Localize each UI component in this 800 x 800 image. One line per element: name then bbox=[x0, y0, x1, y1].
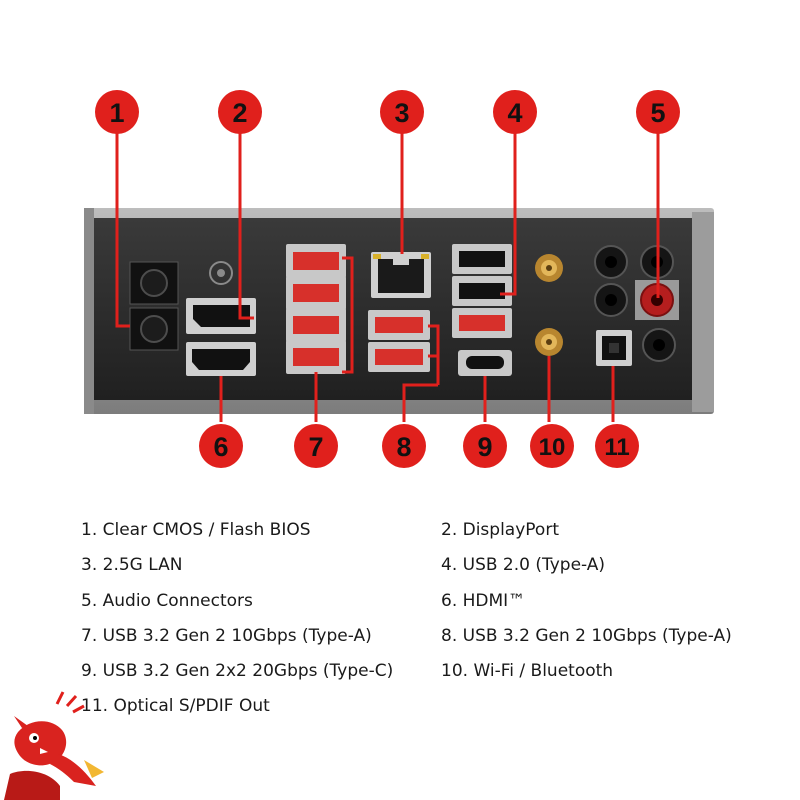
displayport-connector-icon bbox=[186, 298, 256, 334]
svg-text:4: 4 bbox=[507, 98, 522, 128]
callout-9: 9 bbox=[463, 424, 507, 468]
flash-bios-button-icon bbox=[129, 307, 179, 351]
legend-item-4: 4. USB 2.0 (Type-A) bbox=[441, 555, 606, 575]
svg-text:7: 7 bbox=[308, 432, 323, 462]
usb-c-port-icon bbox=[458, 350, 512, 376]
legend-item-8: 8. USB 3.2 Gen 2 10Gbps (Type-A) bbox=[441, 626, 732, 646]
svg-text:9: 9 bbox=[477, 432, 492, 462]
svg-text:3: 3 bbox=[394, 98, 409, 128]
legend-item-11: 11. Optical S/PDIF Out bbox=[81, 696, 270, 716]
callout-2: 2 bbox=[218, 90, 262, 134]
callout-6: 6 bbox=[199, 424, 243, 468]
svg-text:2: 2 bbox=[232, 98, 247, 128]
logo-sticker-icon bbox=[209, 261, 233, 285]
svg-text:11: 11 bbox=[604, 434, 629, 461]
svg-text:1: 1 bbox=[109, 98, 124, 128]
callout-4: 4 bbox=[493, 90, 537, 134]
callout-badges: 1 2 3 4 5 6 7 bbox=[95, 90, 680, 468]
callout-1: 1 bbox=[95, 90, 139, 134]
svg-text:6: 6 bbox=[213, 432, 228, 462]
callout-10: 10 bbox=[530, 424, 574, 468]
callout-8: 8 bbox=[382, 424, 426, 468]
legend-item-7: 7. USB 3.2 Gen 2 10Gbps (Type-A) bbox=[81, 626, 372, 646]
usb-2-ports-icon bbox=[452, 244, 512, 338]
clear-cmos-button-icon bbox=[129, 261, 179, 305]
usb-a-pair-red-icon bbox=[368, 310, 430, 372]
rear-io-illustration: 1 2 3 4 5 6 7 bbox=[84, 90, 714, 468]
svg-text:5: 5 bbox=[650, 98, 665, 128]
svg-text:8: 8 bbox=[396, 432, 411, 462]
legend-item-10: 10. Wi-Fi / Bluetooth bbox=[441, 661, 614, 681]
legend-item-2: 2. DisplayPort bbox=[441, 520, 559, 540]
wifi-antenna-connector-icon bbox=[535, 254, 563, 356]
callout-3: 3 bbox=[380, 90, 424, 134]
lan-port-icon bbox=[371, 252, 431, 298]
hdmi-connector-icon bbox=[186, 342, 256, 376]
legend-item-6: 6. HDMI™ bbox=[441, 591, 526, 611]
callout-7: 7 bbox=[294, 424, 338, 468]
legend-item-3: 3. 2.5G LAN bbox=[81, 555, 183, 575]
legend-item-9: 9. USB 3.2 Gen 2x2 20Gbps (Type-C) bbox=[81, 661, 394, 681]
callout-5: 5 bbox=[636, 90, 680, 134]
usb-a-stack-red-icon bbox=[286, 244, 346, 374]
svg-text:10: 10 bbox=[539, 434, 566, 461]
dragon-mascot-icon bbox=[4, 691, 104, 800]
callout-11: 11 bbox=[595, 424, 639, 468]
legend-item-5: 5. Audio Connectors bbox=[81, 591, 253, 611]
legend-item-1: 1. Clear CMOS / Flash BIOS bbox=[81, 520, 311, 540]
leader-lines bbox=[115, 130, 660, 422]
optical-spdif-port-icon bbox=[596, 330, 632, 366]
